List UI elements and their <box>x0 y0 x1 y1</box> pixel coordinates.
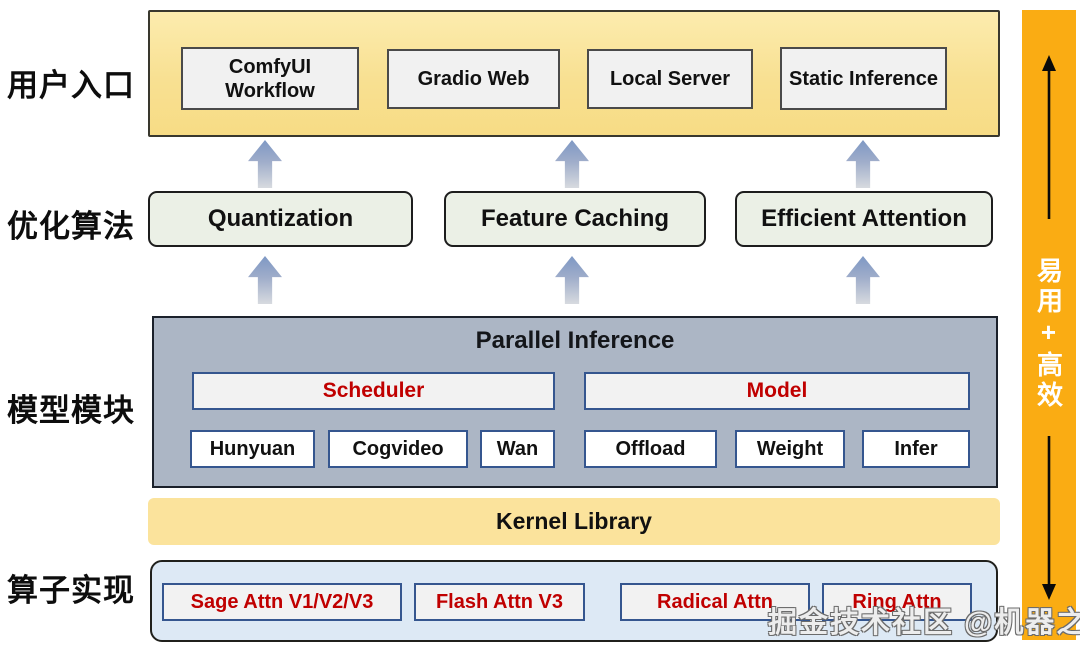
kernel-box-ring-attn: Ring Attn <box>822 583 972 621</box>
opt-box-feature-caching: Feature Caching <box>444 191 706 247</box>
parallel-inference-layer: Parallel Inference Scheduler Model Hunyu… <box>152 316 998 488</box>
layer-label-user-entry: 用户入口 <box>7 68 135 103</box>
entry-box-gradio-web: Gradio Web <box>387 49 560 109</box>
scheduler-item-hunyuan: Hunyuan <box>190 430 315 468</box>
up-arrow-icon <box>846 140 880 188</box>
easy-efficient-banner: 易用+高效 <box>1022 10 1076 640</box>
opt-box-efficient-attention: Efficient Attention <box>735 191 993 247</box>
up-arrow-icon <box>846 256 880 304</box>
layer-label-model-modules: 模型模块 <box>7 393 135 428</box>
up-arrow-icon <box>248 140 282 188</box>
up-arrow-icon <box>555 256 589 304</box>
model-item-weight: Weight <box>735 430 845 468</box>
kernel-box-flash-attn: Flash Attn V3 <box>414 583 585 621</box>
up-arrow-icon <box>555 140 589 188</box>
layer-label-optimization: 优化算法 <box>7 209 135 244</box>
banner-down-arrow-icon <box>1042 436 1056 600</box>
parallel-inference-title: Parallel Inference <box>475 327 675 354</box>
model-item-infer: Infer <box>862 430 970 468</box>
scheduler-item-cogvideo: Cogvideo <box>328 430 468 468</box>
up-arrow-icon <box>248 256 282 304</box>
layer-label-operators: 算子实现 <box>7 573 135 608</box>
entry-box-static-inference: Static Inference <box>780 47 947 110</box>
opt-box-quantization: Quantization <box>148 191 413 247</box>
banner-text: 易用+高效 <box>1033 257 1064 411</box>
scheduler-box: Scheduler <box>192 372 555 410</box>
kernel-library-title: Kernel Library <box>496 508 652 534</box>
watermark: 掘金技术社区 @机器之心 <box>768 607 1080 639</box>
model-item-offload: Offload <box>584 430 717 468</box>
entry-box-local-server: Local Server <box>587 49 753 109</box>
user-entry-layer: ComfyUI Workflow Gradio Web Local Server… <box>148 10 1000 137</box>
kernel-box-sage-attn: Sage Attn V1/V2/V3 <box>162 583 402 621</box>
model-box: Model <box>584 372 970 410</box>
scheduler-item-wan: Wan <box>480 430 555 468</box>
banner-up-arrow-icon <box>1042 55 1056 219</box>
operator-layer: Sage Attn V1/V2/V3 Flash Attn V3 Radical… <box>150 560 998 642</box>
entry-box-comfyui-workflow: ComfyUI Workflow <box>181 47 359 110</box>
kernel-library-bar: Kernel Library <box>148 498 1000 545</box>
kernel-box-radical-attn: Radical Attn <box>620 583 810 621</box>
